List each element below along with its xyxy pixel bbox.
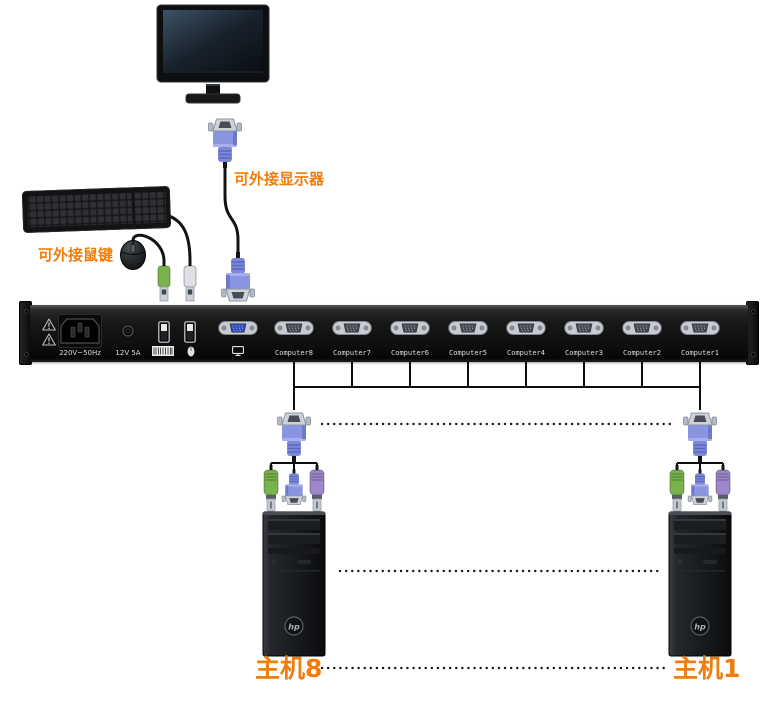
usb-plug-green xyxy=(157,261,171,302)
left-splitter-lines xyxy=(270,461,318,470)
port-label: Computer2 xyxy=(623,349,661,357)
ps2-plug-green-left xyxy=(263,465,279,512)
power-inlet xyxy=(58,314,102,348)
port-label: Computer3 xyxy=(565,349,603,357)
computer-tower-left: hp xyxy=(262,511,326,657)
port-label: Computer5 xyxy=(449,349,487,357)
mouse-icon xyxy=(187,346,195,357)
vga-port-computer2 xyxy=(622,321,662,335)
vga-port-computer5 xyxy=(448,321,488,335)
port-label: Computer8 xyxy=(275,349,313,357)
port-label: Computer4 xyxy=(507,349,545,357)
usb-port-mouse xyxy=(184,321,196,343)
ps2-plug-purple-left xyxy=(309,465,325,512)
vga-port-computer3 xyxy=(564,321,604,335)
vga-plug-to-monitor xyxy=(207,116,243,169)
vga-port-computer7 xyxy=(332,321,372,335)
port-label: Computer6 xyxy=(391,349,429,357)
warning-icon xyxy=(42,318,56,331)
vga-plug-left-upper xyxy=(276,410,312,463)
warning-icon xyxy=(42,333,56,346)
monitor-cable xyxy=(223,164,240,256)
host-right-label: 主机1 xyxy=(673,654,741,683)
dc-spec-label: 12V 5A xyxy=(115,349,141,357)
port-label: Computer1 xyxy=(681,349,719,357)
monitor-icon xyxy=(232,346,244,356)
external-display-label: 可外接显示器 xyxy=(234,170,325,188)
vga-plug-right-upper xyxy=(682,410,718,463)
hp-logo: hp xyxy=(288,623,300,632)
dc-jack xyxy=(122,325,134,337)
host-left-label: 主机8 xyxy=(255,654,323,683)
power-spec-label: 220V~50Hz xyxy=(59,349,101,357)
ps2-plug-green-right xyxy=(669,465,685,512)
external-mouse-kb-label: 可外接鼠键 xyxy=(38,246,114,264)
usb-plug-gray xyxy=(183,261,197,302)
usb-port-keyboard xyxy=(158,321,170,343)
right-splitter-lines xyxy=(676,461,724,470)
vga-port-computer6 xyxy=(390,321,430,335)
vga-plug-right-lower xyxy=(687,469,713,506)
keyboard-graphic xyxy=(21,183,173,236)
vga-port-computer8 xyxy=(274,321,314,335)
port-label: Computer7 xyxy=(333,349,371,357)
barcode-sticker xyxy=(152,346,174,356)
vga-plug-left-lower xyxy=(281,469,307,506)
vga-plug-to-switch xyxy=(220,251,256,304)
mouse-cable xyxy=(131,233,166,263)
hp-logo: hp xyxy=(694,623,706,632)
vga-port-computer4 xyxy=(506,321,546,335)
vga-port-computer1 xyxy=(680,321,720,335)
monitor-graphic xyxy=(156,4,270,104)
ps2-plug-purple-right xyxy=(715,465,731,512)
kvm-cable-bus xyxy=(293,362,701,410)
kvm-switch: 220V~50Hz 12V 5A Computer8 Computer7 Com… xyxy=(30,305,748,362)
computer-tower-right: hp xyxy=(668,511,732,657)
mouse-graphic xyxy=(120,240,146,270)
vga-port-console xyxy=(218,321,258,335)
